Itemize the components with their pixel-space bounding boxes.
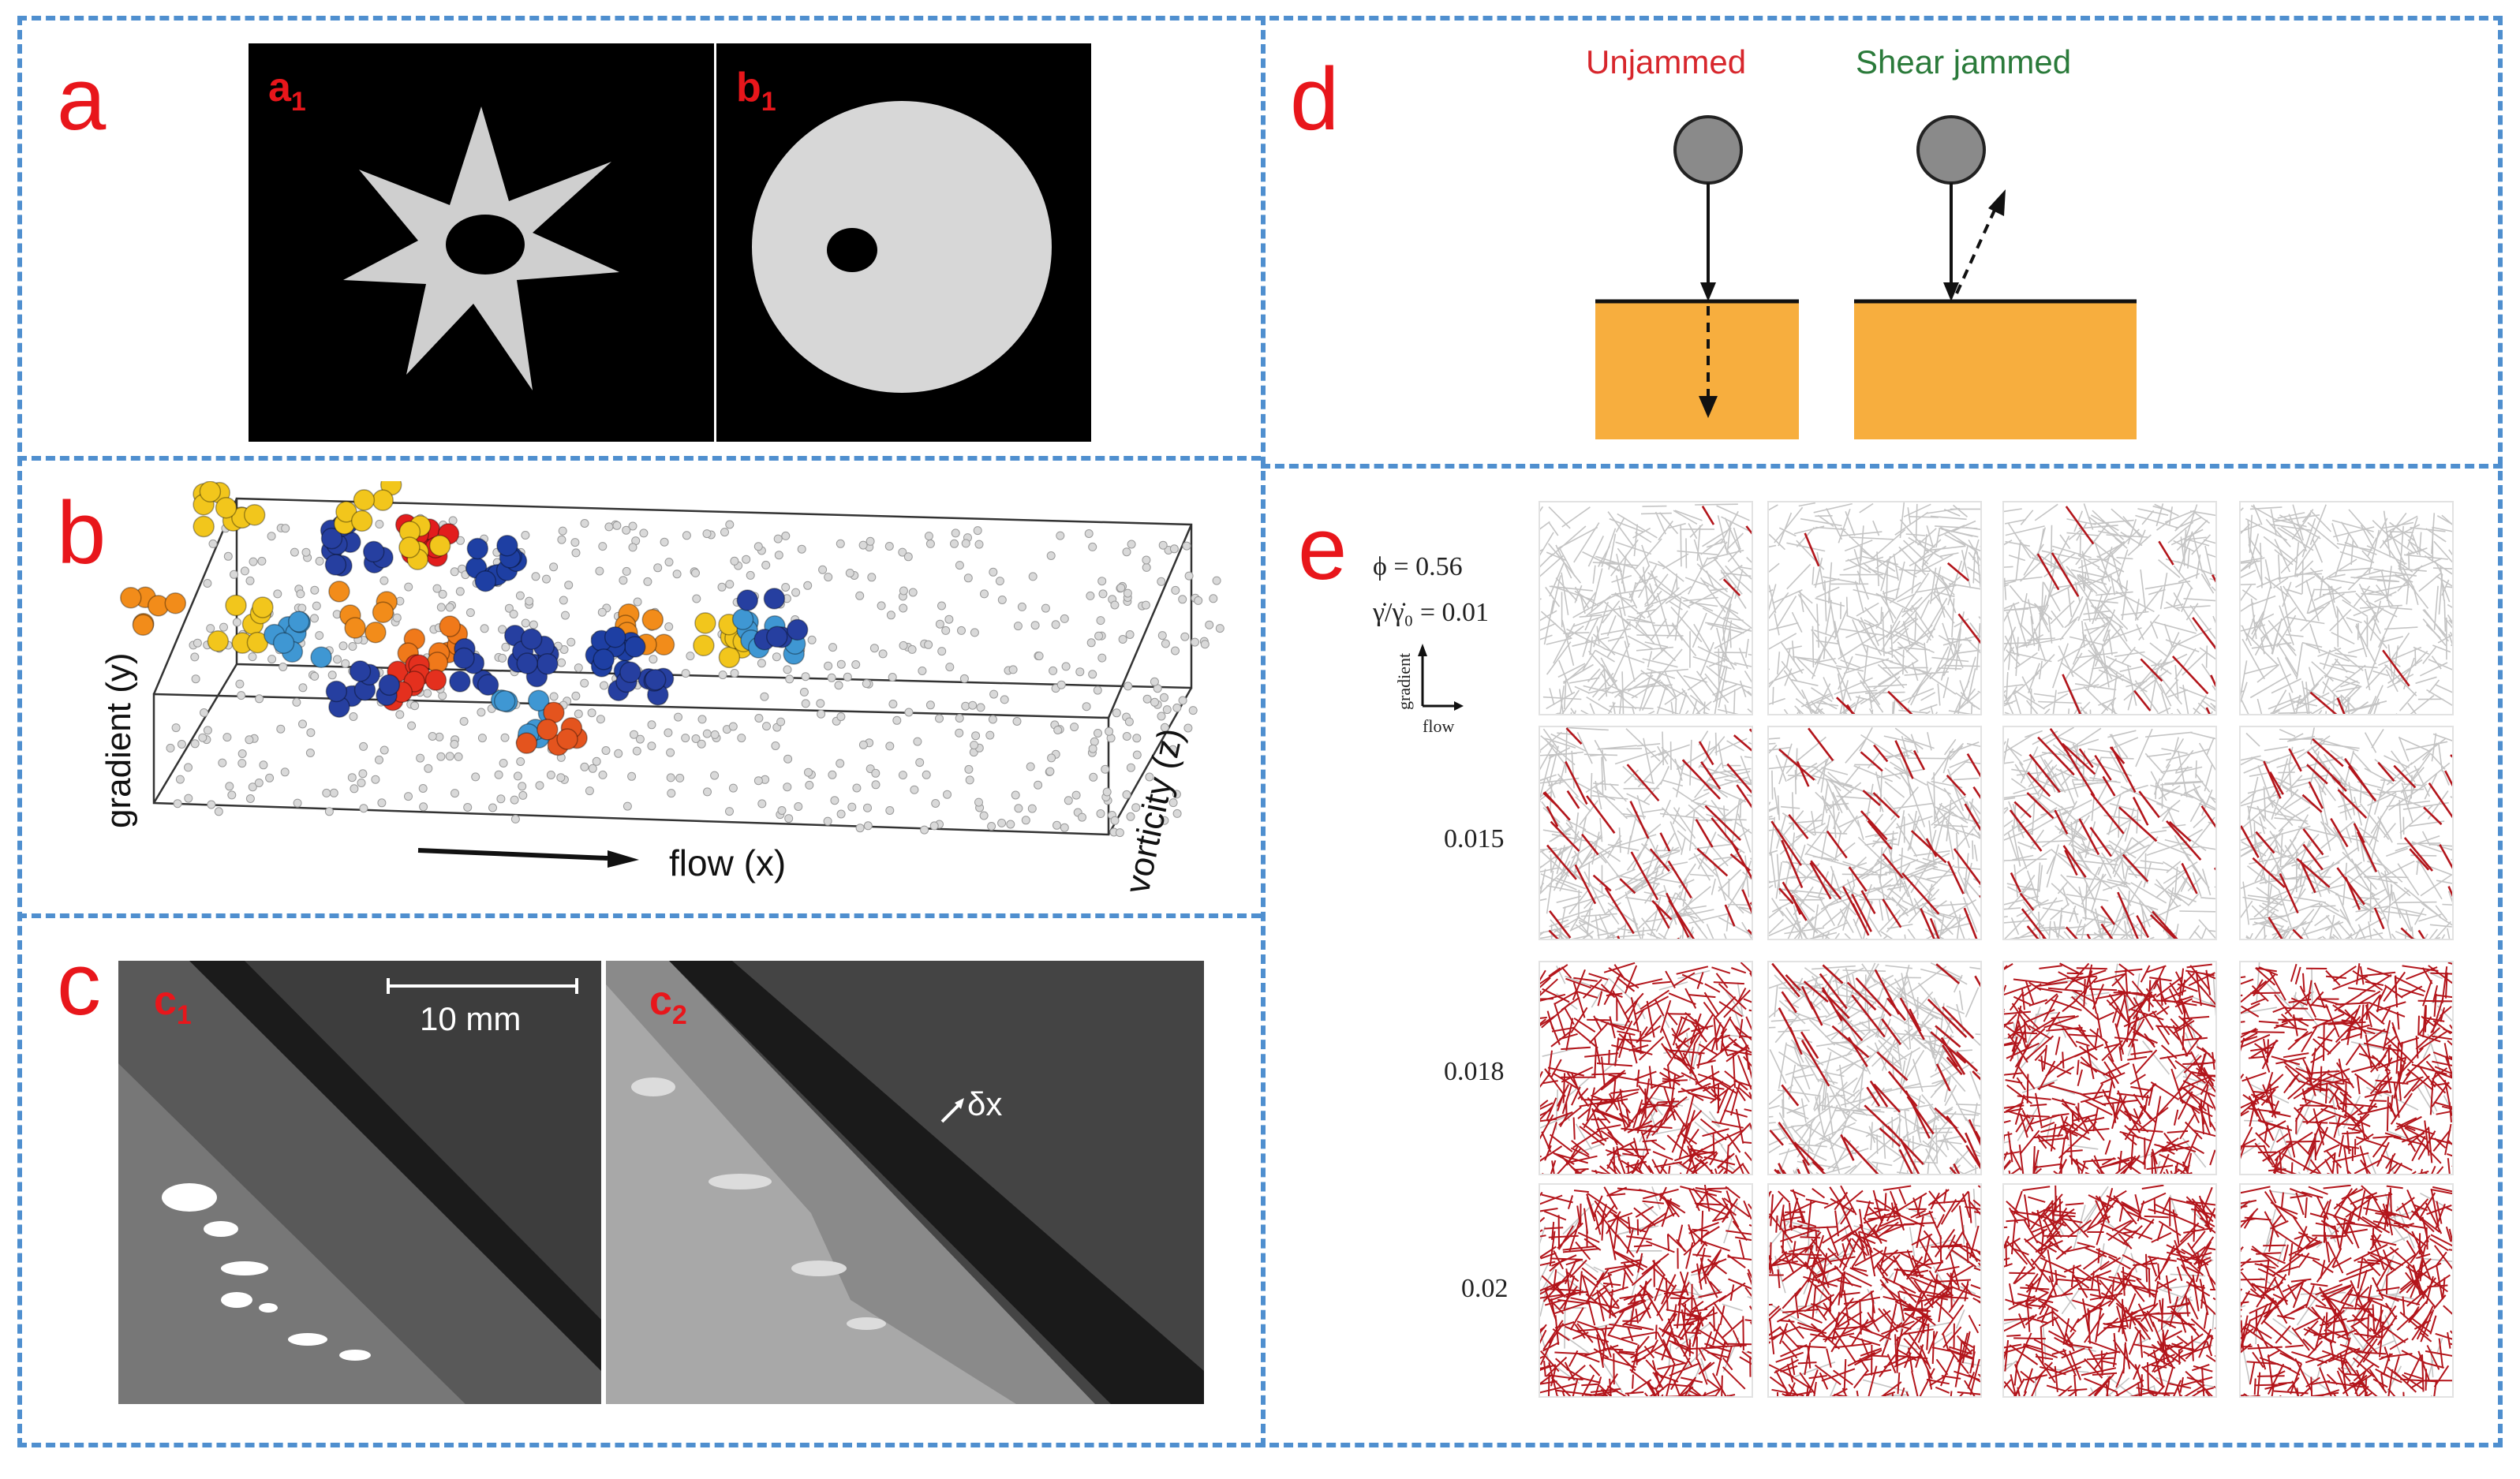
- network-cell: [2239, 1183, 2454, 1398]
- unjammed-label: Unjammed: [1586, 43, 1747, 80]
- network-cell: [2239, 501, 2454, 715]
- network-cell: [2239, 961, 2454, 1175]
- network-cell: [2002, 961, 2217, 1175]
- divider-a-b: [17, 456, 1261, 461]
- surface-after-impact: [606, 961, 1204, 1404]
- flow-axis-label: flow (x): [669, 842, 786, 883]
- shear-jammed-substrate: [1854, 301, 2137, 439]
- unjammed-substrate: [1595, 301, 1799, 439]
- network-cell: [2002, 1183, 2217, 1398]
- flow-arrow: [417, 848, 608, 861]
- panel-c2-label: c2: [649, 978, 687, 1030]
- network-cell: [2002, 726, 2217, 940]
- axes-indicator: gradient flow: [1394, 644, 1464, 736]
- scale-bar: [387, 978, 578, 994]
- ring-disc-image: [752, 101, 1052, 393]
- network-cell: [1767, 501, 1982, 715]
- shear-jammed-label: Shear jammed: [1856, 43, 2072, 80]
- network-cell: [1539, 961, 1753, 1175]
- panel-d-letter: d: [1290, 50, 1340, 148]
- scale-bar-label: 10 mm: [420, 1000, 522, 1037]
- shear-jammed-ball: [1916, 115, 1986, 185]
- six-arm-star-image: [343, 106, 619, 390]
- network-cell: [1767, 1183, 1982, 1398]
- panel-c1-image: c1 10 mm: [118, 961, 601, 1404]
- network-cell: [1767, 726, 1982, 940]
- cluster-3d-box: flow (x) gradient (y) vorticity (z): [99, 481, 1224, 897]
- shear-rate-label: γ̇/γ̇₀ = 0.01: [1373, 598, 1490, 627]
- gradient-axis-text: gradient: [1394, 653, 1414, 710]
- panel-e-letter: e: [1298, 499, 1348, 598]
- network-cell: [2002, 501, 2217, 715]
- displacement-arrow: [940, 1098, 964, 1123]
- divider-d-e: [1261, 464, 2503, 469]
- network-cell: [1539, 726, 1753, 940]
- divider-b-c: [17, 913, 1261, 918]
- panel-a1-image: a1: [249, 43, 714, 442]
- figure-frame: [17, 16, 2503, 1447]
- flow-axis-text: flow: [1423, 716, 1454, 736]
- row-label-002: 0.02: [1461, 1274, 1509, 1303]
- panel-c2-image: c2 δx: [606, 961, 1204, 1404]
- row-label-0018: 0.018: [1444, 1057, 1505, 1086]
- network-cell: [1539, 1183, 1753, 1398]
- surface-before-impact: [118, 961, 601, 1404]
- flow-arrowhead: [608, 850, 639, 868]
- particle-clusters: [120, 481, 809, 756]
- panel-a1-label: a1: [268, 65, 306, 117]
- panel-b-letter: b: [57, 484, 107, 582]
- impact-schematic: [1595, 115, 2137, 439]
- displacement-label: δx: [967, 1085, 1003, 1122]
- network-cell: [2239, 726, 2454, 940]
- panel-b1-image: b1: [716, 43, 1091, 442]
- volume-fraction-label: ϕ = 0.56: [1373, 552, 1463, 581]
- network-cell: [1539, 501, 1753, 715]
- panel-c-letter: c: [57, 935, 101, 1033]
- panel-b1-label: b1: [736, 65, 776, 117]
- gradient-axis-label: gradient (y): [99, 652, 138, 828]
- divider-vertical: [1261, 16, 1266, 1447]
- row-label-0015: 0.015: [1444, 824, 1505, 853]
- panel-a-letter: a: [57, 50, 107, 148]
- network-cell: [1767, 961, 1982, 1175]
- panel-c1-label: c1: [154, 978, 192, 1030]
- unjammed-ball: [1673, 115, 1743, 185]
